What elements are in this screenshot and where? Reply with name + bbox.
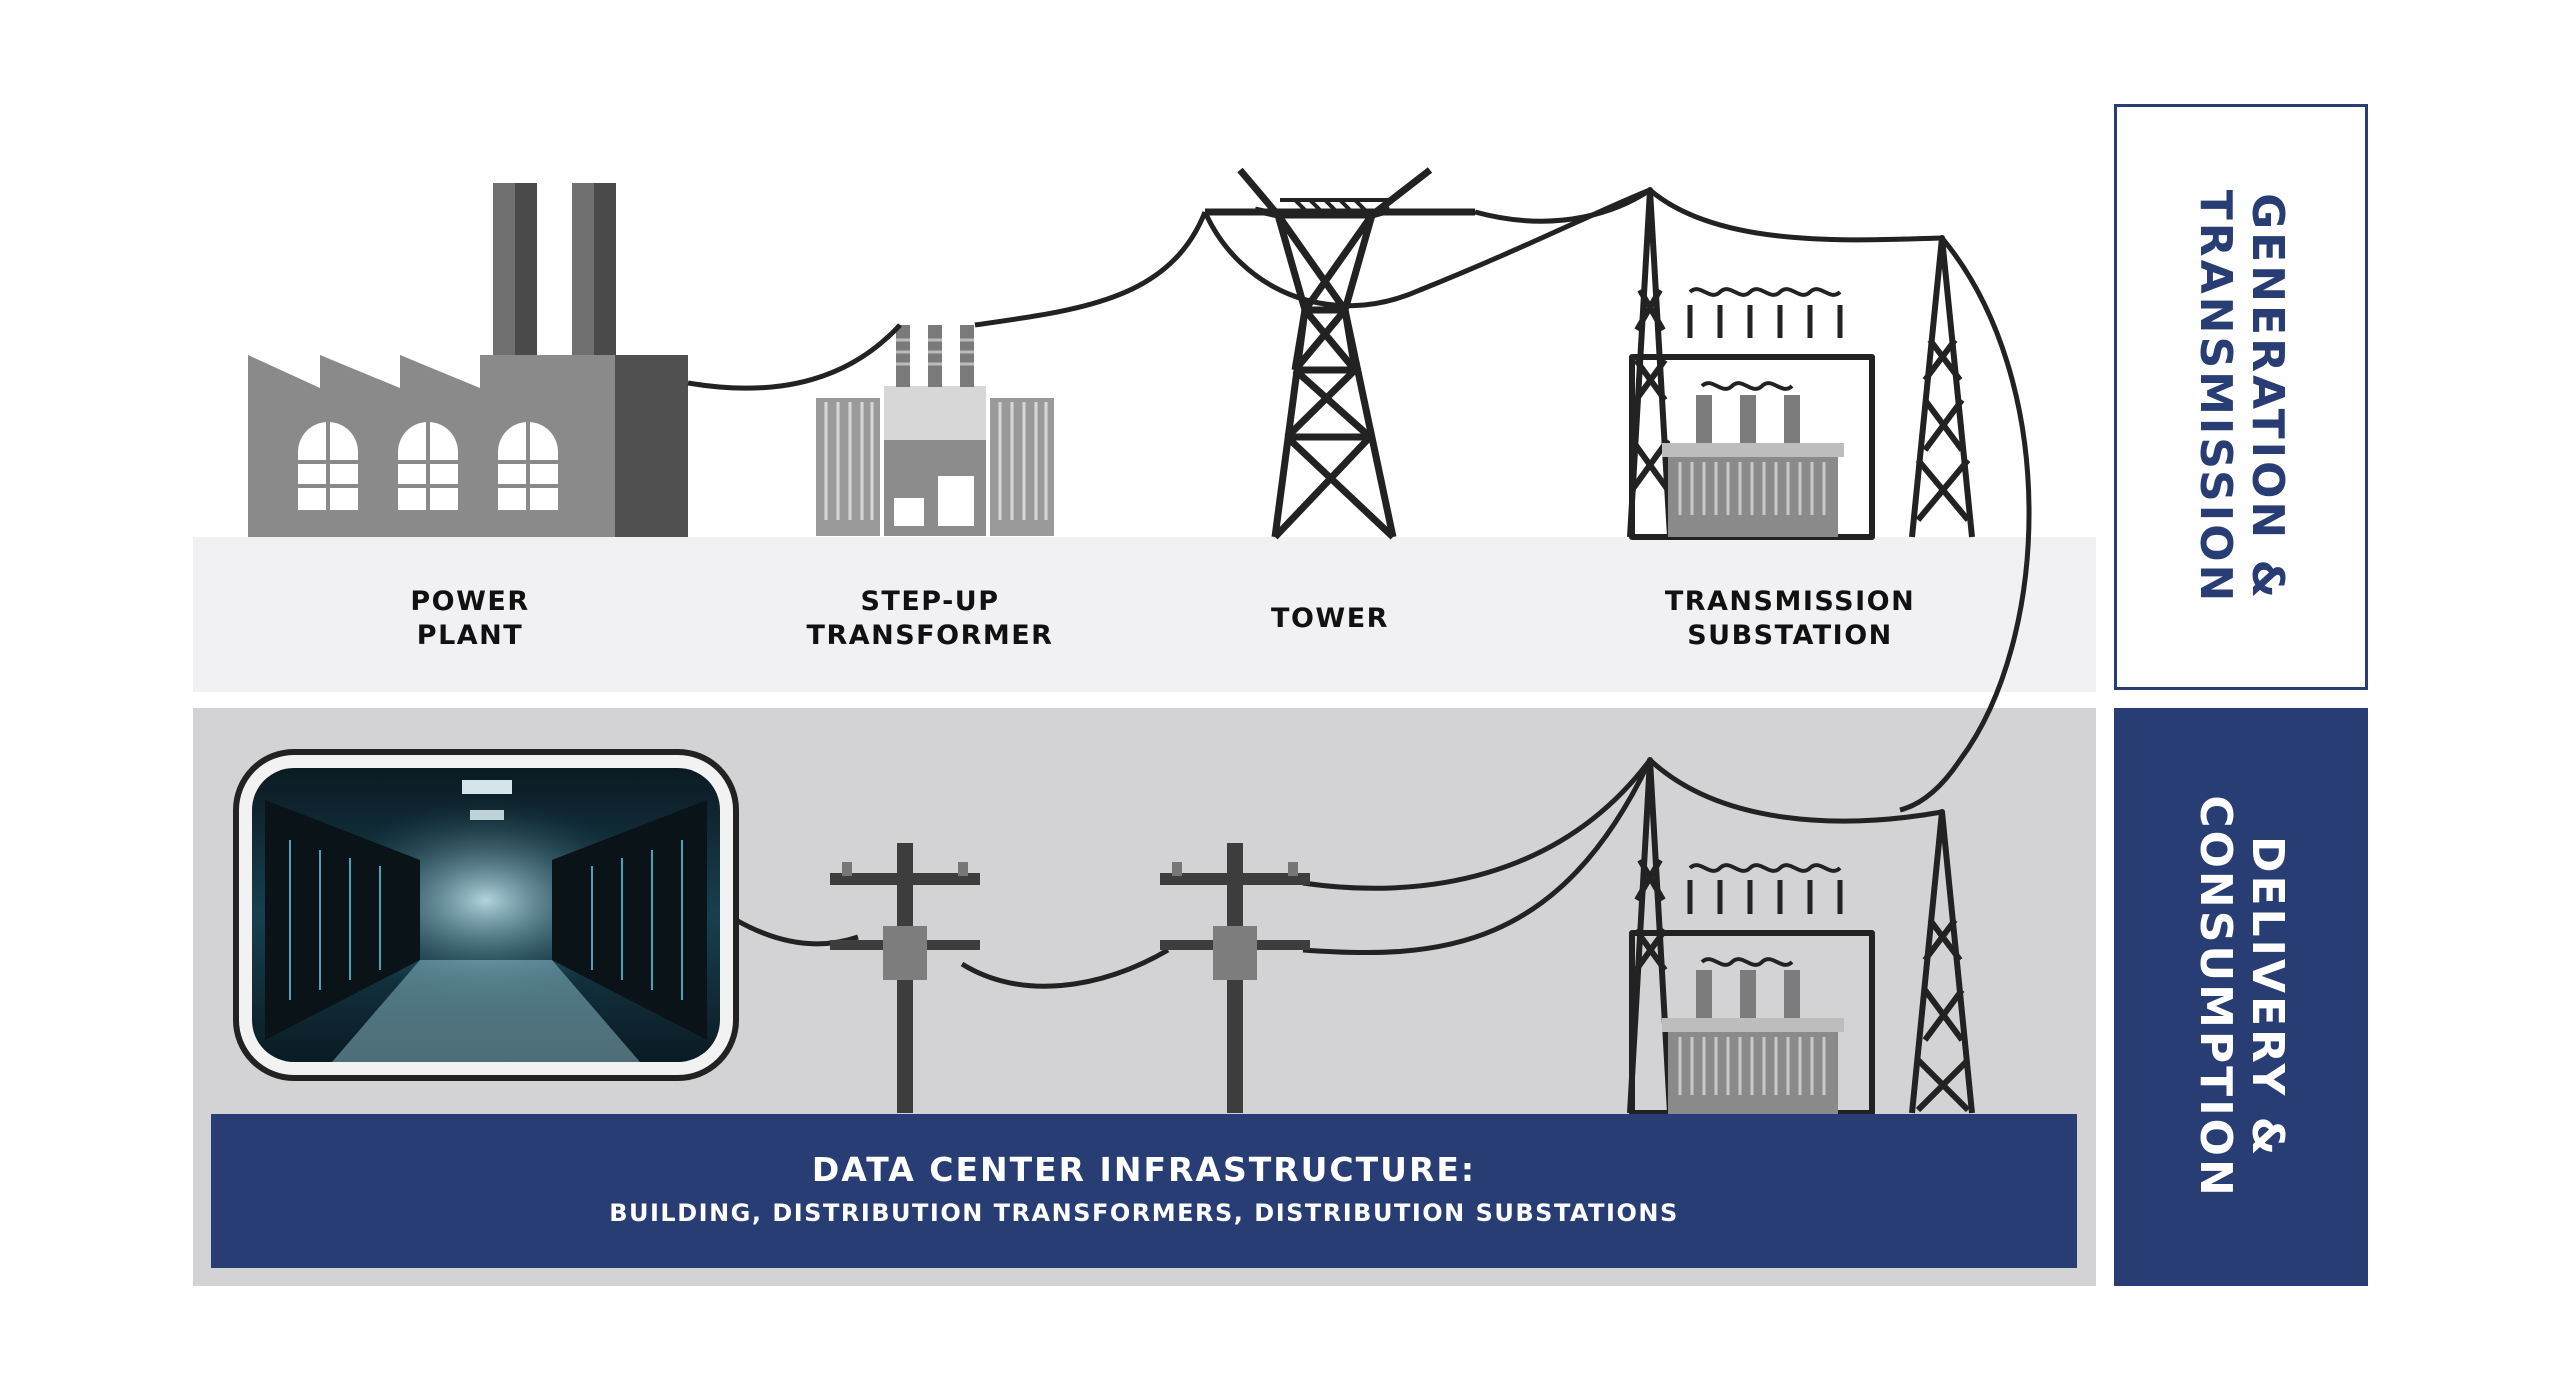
generation-band: [193, 537, 2096, 692]
distribution-wires: [734, 758, 1653, 989]
banner-title: DATA CENTER INFRASTRUCTURE:: [811, 1150, 1477, 1189]
generation-transmission-panel: GENERATION & TRANSMISSION: [2114, 104, 2368, 690]
power-plant-icon: [248, 183, 688, 537]
transmission-substation-icon: [1627, 187, 1975, 540]
banner-subtitle: BUILDING, DISTRIBUTION TRANSFORMERS, DIS…: [609, 1199, 1679, 1227]
distribution-substation-icon: [1627, 757, 1975, 1116]
data-center-image: [233, 749, 739, 1081]
delivery-consumption-panel: DELIVERY & CONSUMPTION: [2114, 708, 2368, 1286]
step-up-transformer-icon: [816, 325, 1054, 536]
tower-label: TOWER: [1271, 603, 1389, 634]
tower-icon: [1205, 167, 1475, 540]
utility-pole-1-icon: [830, 843, 980, 1113]
transmission-wires: [687, 187, 2032, 824]
data-center-infrastructure-banner: DATA CENTER INFRASTRUCTURE: BUILDING, DI…: [211, 1114, 2077, 1268]
utility-pole-2-icon: [1160, 843, 1310, 1113]
